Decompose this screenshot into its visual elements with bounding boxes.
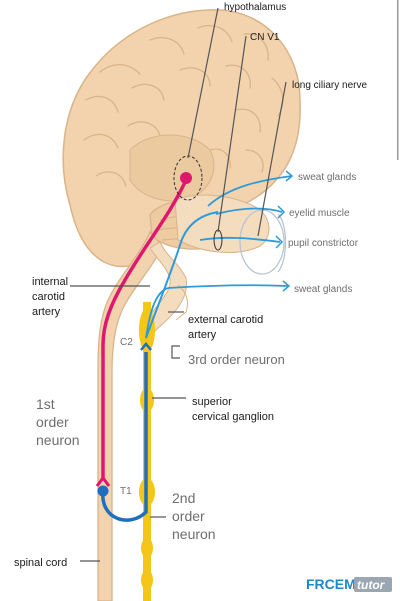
first-order-neuron xyxy=(95,172,192,487)
label-cn-v1: CN V1 xyxy=(250,32,280,43)
label-second-order-1: 2nd xyxy=(172,490,195,506)
pointer-lines xyxy=(70,7,287,562)
third-order-neuron xyxy=(145,170,294,339)
second-order-synapse xyxy=(140,342,152,351)
right-edge-divider xyxy=(397,0,399,160)
label-ganglion-1: superior xyxy=(192,396,232,408)
label-second-order-2: order xyxy=(172,508,205,524)
label-long-ciliary-nerve: long ciliary nerve xyxy=(292,80,367,91)
second-order-neuron xyxy=(97,342,152,522)
label-internal-carotid-2: carotid xyxy=(32,291,65,303)
eyelid-terminal xyxy=(277,205,286,219)
pointer-third-order xyxy=(171,345,180,359)
label-spinal-cord: spinal cord xyxy=(14,557,67,569)
pointer-hypothalamus xyxy=(187,7,219,159)
orbit xyxy=(174,194,287,275)
label-second-order-3: neuron xyxy=(172,526,216,542)
label-c2: C2 xyxy=(120,337,133,348)
sweat-gland-terminal-upper xyxy=(285,170,294,182)
logo-tutor-badge xyxy=(354,577,392,592)
label-first-order-2: order xyxy=(36,414,69,430)
label-t1: T1 xyxy=(120,486,132,497)
hypothalamus-cell-body xyxy=(180,172,192,184)
label-first-order-3: neuron xyxy=(36,432,80,448)
label-ganglion-2: cervical ganglion xyxy=(192,411,274,423)
pointer-cn-v1 xyxy=(217,35,247,233)
label-internal-carotid-3: artery xyxy=(32,306,61,318)
logo-frcem: FRCEM xyxy=(306,576,356,592)
label-internal-carotid-1: internal xyxy=(32,276,68,288)
label-external-carotid-2: artery xyxy=(188,329,217,341)
label-eyelid-muscle: eyelid muscle xyxy=(289,208,350,219)
frcem-tutor-logo: FRCEM tutor xyxy=(306,576,392,592)
label-pupil-constrictor: pupil constrictor xyxy=(288,238,359,249)
label-sweat-glands-lower: sweat glands xyxy=(294,284,352,295)
sweat-gland-terminal-lower xyxy=(282,280,291,292)
logo-tutor: tutor xyxy=(357,578,386,592)
pupil-terminal xyxy=(275,235,284,249)
label-third-order-neuron: 3rd order neuron xyxy=(188,352,285,367)
label-first-order-1: 1st xyxy=(36,396,55,412)
eye-globe xyxy=(239,209,285,275)
pointer-long-ciliary-nerve xyxy=(257,81,287,237)
first-order-synapse xyxy=(95,475,111,487)
label-external-carotid-1: external carotid xyxy=(188,314,263,326)
label-hypothalamus: hypothalamus xyxy=(224,2,286,13)
label-sweat-glands-upper: sweat glands xyxy=(298,172,356,183)
